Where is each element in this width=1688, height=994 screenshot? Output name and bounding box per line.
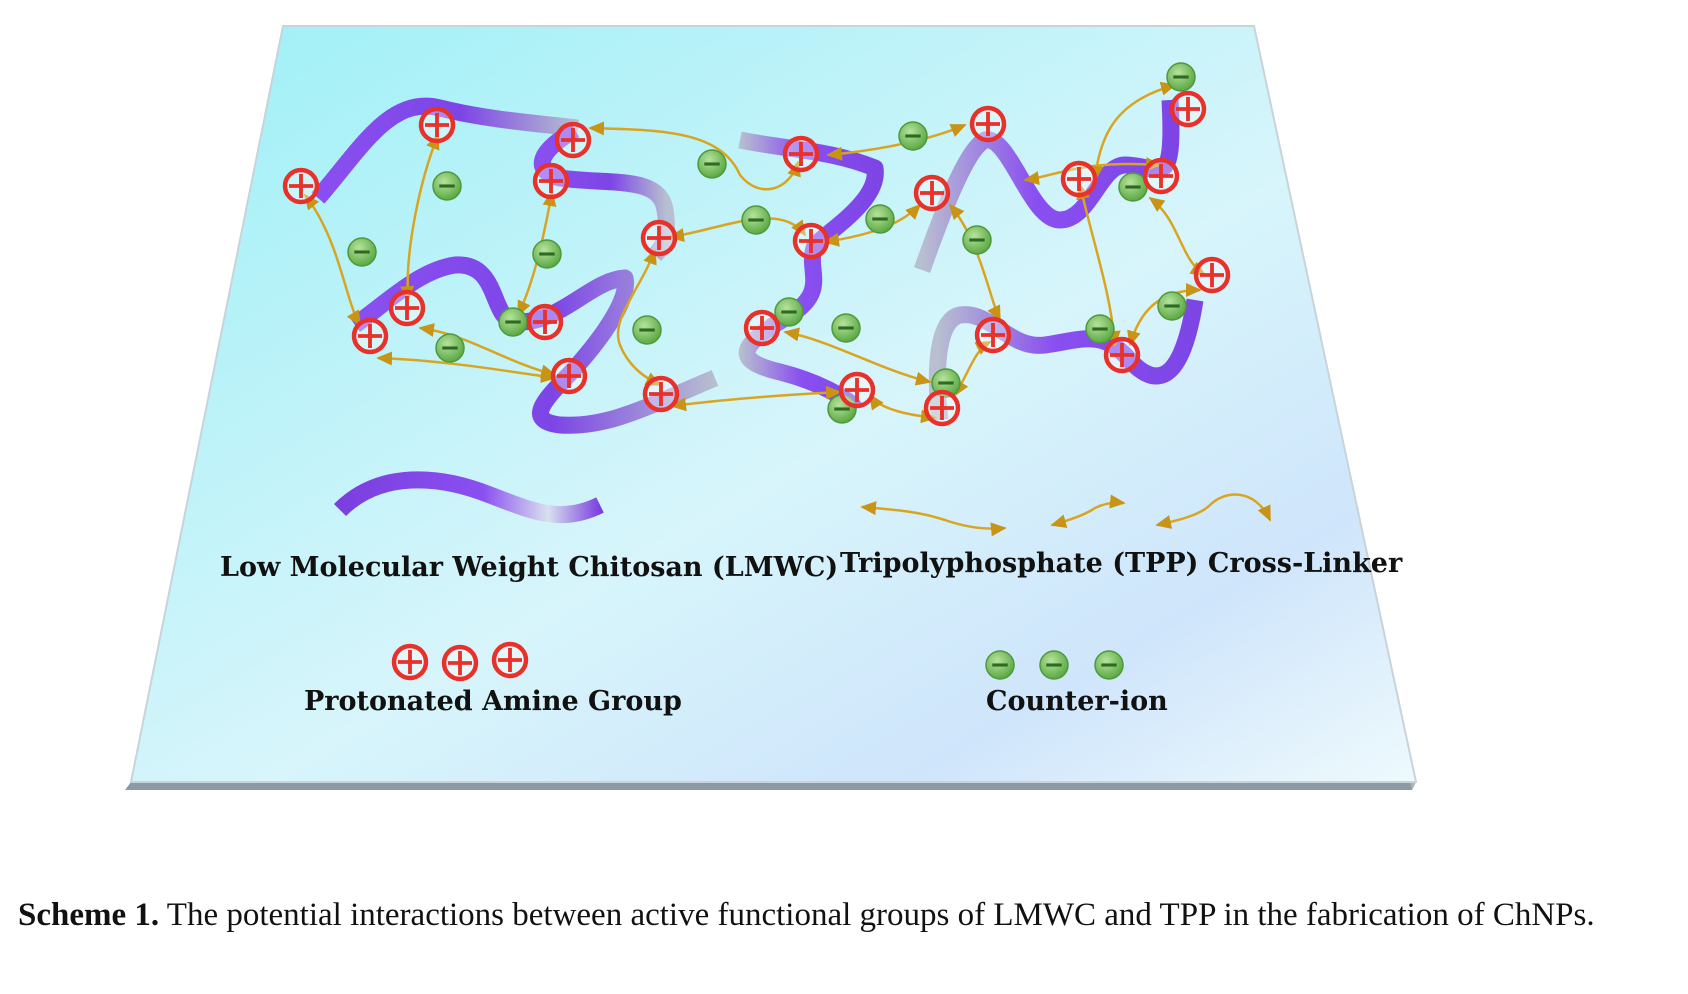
plus-circle-icon: [391, 643, 429, 681]
plus-circle-icon: [923, 389, 961, 427]
plus-circle-icon: [1193, 256, 1231, 294]
legend-chitosan-strand: [333, 471, 604, 524]
minus-circle-icon: [898, 121, 928, 151]
minus-circle-icon: [741, 205, 771, 235]
plus-circle-icon: [782, 135, 820, 173]
amine-groups: [282, 90, 1231, 427]
plus-circle-icon: [491, 641, 529, 679]
figure-caption: Scheme 1. The potential interactions bet…: [18, 895, 1668, 935]
double-arrow-icon: [1050, 494, 1126, 528]
legend-counterion-icons: [985, 650, 1124, 680]
double-arrow-icon: [1089, 81, 1177, 182]
plus-circle-icon: [418, 106, 456, 144]
minus-circle-icon: [962, 225, 992, 255]
caption-label: Scheme 1.: [18, 897, 160, 933]
double-arrow-icon: [948, 203, 1002, 322]
chitosan-chain: [350, 256, 719, 434]
double-arrow-icon: [1127, 283, 1202, 347]
chitosan-chain: [928, 298, 1204, 422]
plus-circle-icon: [554, 121, 592, 159]
double-arrow-icon: [400, 133, 440, 302]
minus-circle-icon: [1039, 650, 1069, 680]
minus-circle-icon: [831, 313, 861, 343]
plus-circle-icon: [550, 357, 588, 395]
legend-amine-label: Protonated Amine Group: [304, 686, 682, 717]
plus-circle-icon: [642, 375, 680, 413]
plus-circle-icon: [1169, 90, 1207, 128]
double-arrow-icon: [616, 248, 662, 387]
plus-circle-icon: [388, 289, 426, 327]
plus-circle-icon: [1060, 160, 1098, 198]
minus-circle-icon: [532, 239, 562, 269]
minus-circle-icon: [632, 315, 662, 345]
minus-circle-icon: [435, 333, 465, 363]
minus-circle-icon: [498, 307, 528, 337]
minus-circle-icon: [985, 650, 1015, 680]
plus-circle-icon: [792, 222, 830, 260]
minus-circle-icon: [347, 237, 377, 267]
plus-circle-icon: [974, 316, 1012, 354]
legend-crosslinker-label: Tripolyphosphate (TPP) Cross-Linker: [840, 548, 1403, 579]
double-arrow-icon: [783, 327, 932, 386]
double-arrow-icon: [670, 385, 842, 412]
double-arrow-icon: [376, 351, 557, 383]
counter-ions: [347, 62, 1196, 424]
plus-circle-icon: [838, 371, 876, 409]
double-arrow-icon: [303, 193, 362, 327]
minus-circle-icon: [432, 171, 462, 201]
double-arrow-icon: [1155, 493, 1272, 529]
legend-counterion-label: Counter-ion: [986, 686, 1168, 717]
plus-circle-icon: [441, 644, 479, 682]
caption-text: The potential interactions between activ…: [166, 897, 1595, 933]
minus-circle-icon: [774, 297, 804, 327]
minus-circle-icon: [931, 368, 961, 398]
plus-circle-icon: [969, 105, 1007, 143]
legend-amine-icons: [391, 641, 529, 682]
minus-circle-icon: [697, 149, 727, 179]
minus-circle-icon: [1085, 314, 1115, 344]
plus-circle-icon: [351, 317, 389, 355]
plus-circle-icon: [1142, 157, 1180, 195]
double-arrow-icon: [588, 121, 801, 191]
plus-circle-icon: [282, 167, 320, 205]
minus-circle-icon: [1094, 650, 1124, 680]
minus-circle-icon: [865, 204, 895, 234]
legend-chitosan-label: Low Molecular Weight Chitosan (LMWC): [220, 552, 839, 583]
minus-circle-icon: [1157, 291, 1187, 321]
legend-crosslinkers: [860, 493, 1272, 537]
double-arrow-icon: [860, 501, 1007, 537]
plus-circle-icon: [1103, 336, 1141, 374]
plus-circle-icon: [913, 174, 951, 212]
minus-circle-icon: [1166, 62, 1196, 92]
plus-circle-icon: [640, 219, 678, 257]
plus-circle-icon: [743, 309, 781, 347]
plus-circle-icon: [526, 303, 564, 341]
plus-circle-icon: [532, 162, 570, 200]
